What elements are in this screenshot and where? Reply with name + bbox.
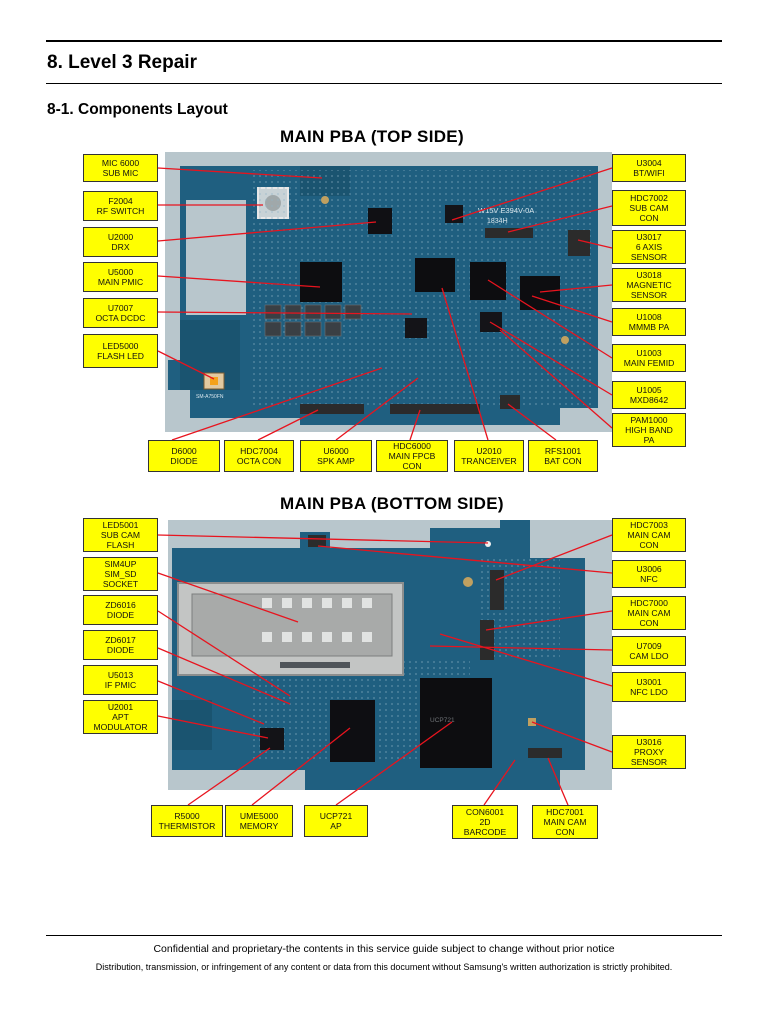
top-rule [46,40,722,42]
u5000-chip [300,262,342,302]
top-side-title: MAIN PBA (TOP SIDE) [280,127,464,146]
top-silk-2: 1834H [487,218,508,225]
footer-distribution: Distribution, transmission, or infringem… [95,962,673,972]
subsection-title: 8-1. Components Layout [47,101,228,118]
footer-confidential: Confidential and proprietary-the content… [153,943,615,955]
top-silk-3: SM-A750FN [196,394,224,400]
bottom-silk: UCP721 [430,717,455,724]
footer-rule [46,935,722,936]
section-title: 8. Level 3 Repair [47,52,197,73]
top-silk-1: W15V E394V-0A [478,206,534,215]
bottom-side-title: MAIN PBA (BOTTOM SIDE) [280,494,504,513]
header-rule [46,83,722,84]
